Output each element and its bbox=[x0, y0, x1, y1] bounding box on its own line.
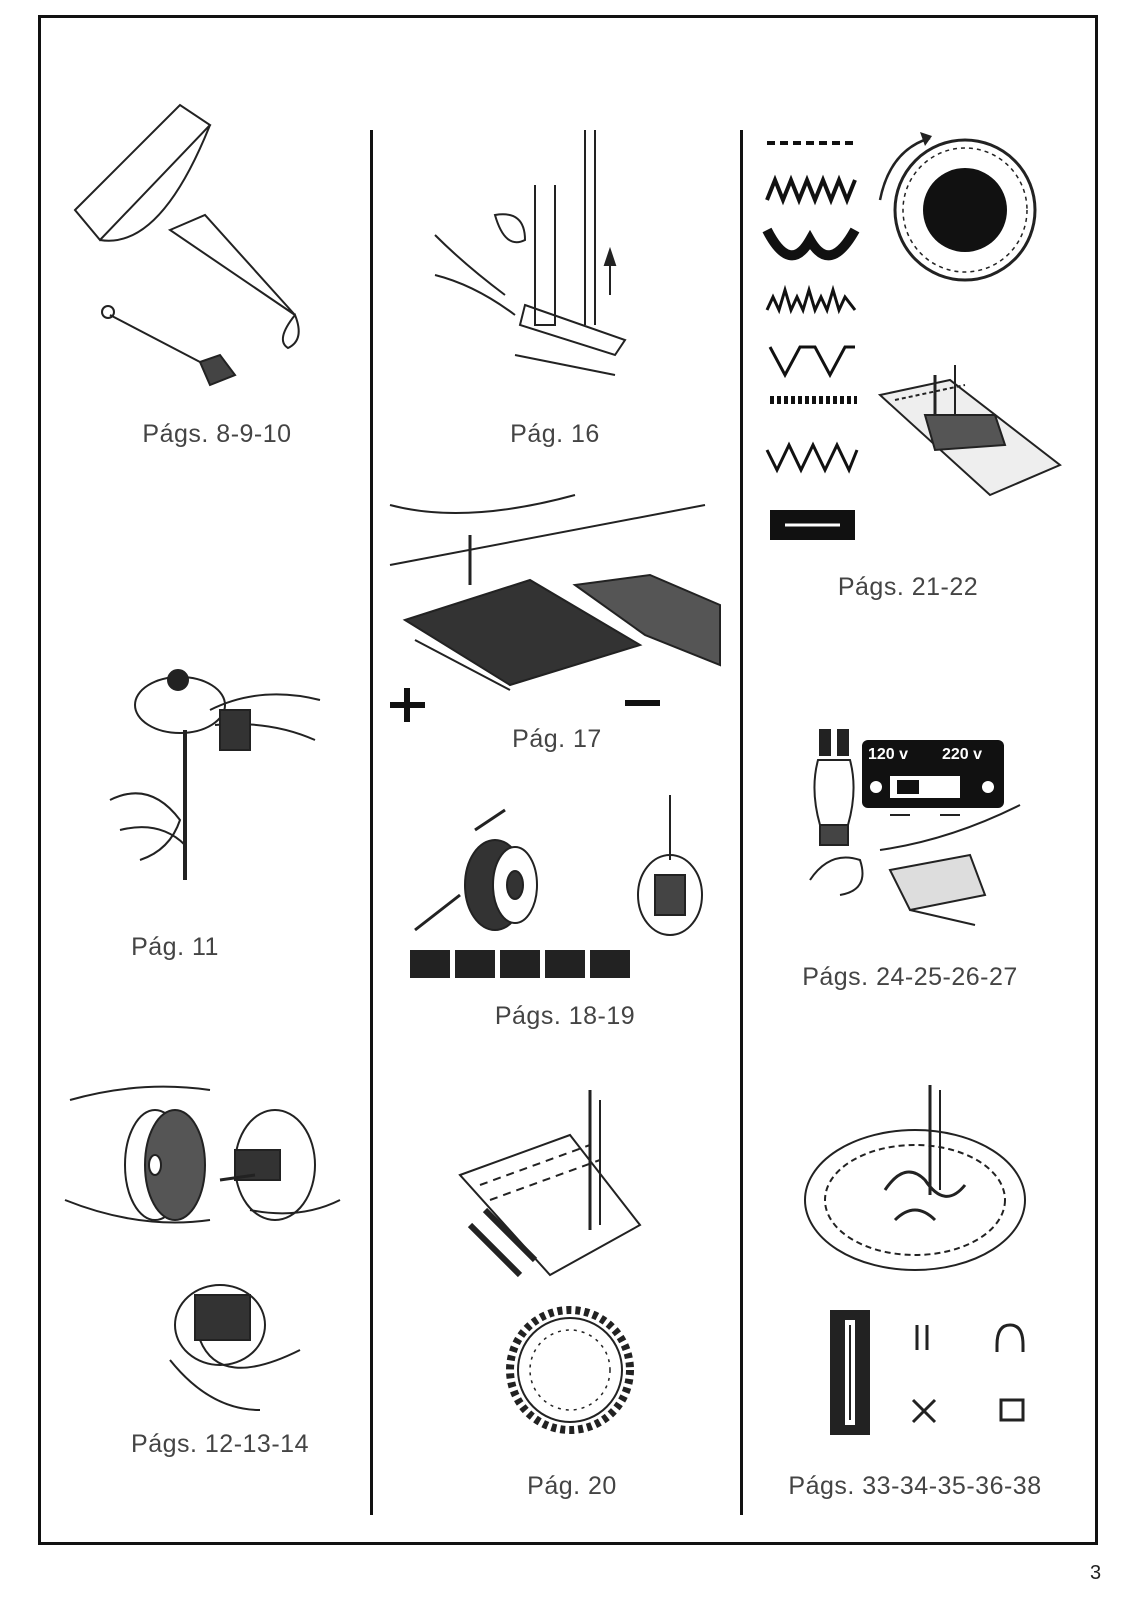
page-frame bbox=[38, 15, 1098, 1545]
feed-dog-illustration bbox=[385, 475, 730, 725]
column-divider-left bbox=[370, 130, 373, 1515]
foot-pedal-illustration bbox=[800, 800, 1040, 930]
caption-pags-18-19: Págs. 18-19 bbox=[494, 1002, 636, 1030]
embroidery-hoop-illustration bbox=[795, 1080, 1035, 1300]
caption-pag-16: Pág. 16 bbox=[510, 420, 600, 448]
buttonhole-illustration bbox=[830, 1310, 875, 1440]
caption-pag-11: Pág. 11 bbox=[131, 933, 219, 961]
sewing-foot-illustration bbox=[875, 365, 1065, 500]
pattern-selector-dial-icon bbox=[870, 130, 1040, 290]
voltage-switch-panel: 120 v 220 v bbox=[862, 740, 1004, 808]
caption-pags-8-9-10: Págs. 8-9-10 bbox=[142, 420, 292, 448]
caption-pag-20: Pág. 20 bbox=[527, 1472, 617, 1500]
light-bulb-illustration bbox=[810, 729, 860, 850]
caption-pag-17: Pág. 17 bbox=[512, 725, 602, 753]
needle-insert-illustration bbox=[100, 630, 330, 900]
column-divider-right bbox=[740, 130, 743, 1515]
bobbin-winding-illustration bbox=[405, 790, 725, 990]
page-number: 3 bbox=[1090, 1562, 1102, 1584]
voltage-220-label: 220 v bbox=[942, 746, 983, 763]
caption-pags-24-25-26-27: Págs. 24-25-26-27 bbox=[802, 963, 1018, 991]
stitch-length-dial-icon bbox=[505, 1305, 635, 1435]
caption-pags-12-13-14: Págs. 12-13-14 bbox=[131, 1430, 309, 1458]
bobbin-case-illustration bbox=[60, 1050, 350, 1430]
caption-pags-21-22: Págs. 21-22 bbox=[837, 573, 979, 601]
stitch-patterns-illustration bbox=[762, 135, 865, 555]
presser-foot-illustration bbox=[425, 125, 635, 395]
voltage-120-label: 120 v bbox=[868, 746, 909, 763]
buttonhole-symbols-illustration bbox=[905, 1320, 1035, 1430]
oil-can-illustration bbox=[70, 100, 330, 400]
needle-fabric-illustration bbox=[440, 1085, 660, 1285]
caption-pags-33-34-35-36-38: Págs. 33-34-35-36-38 bbox=[788, 1472, 1042, 1500]
